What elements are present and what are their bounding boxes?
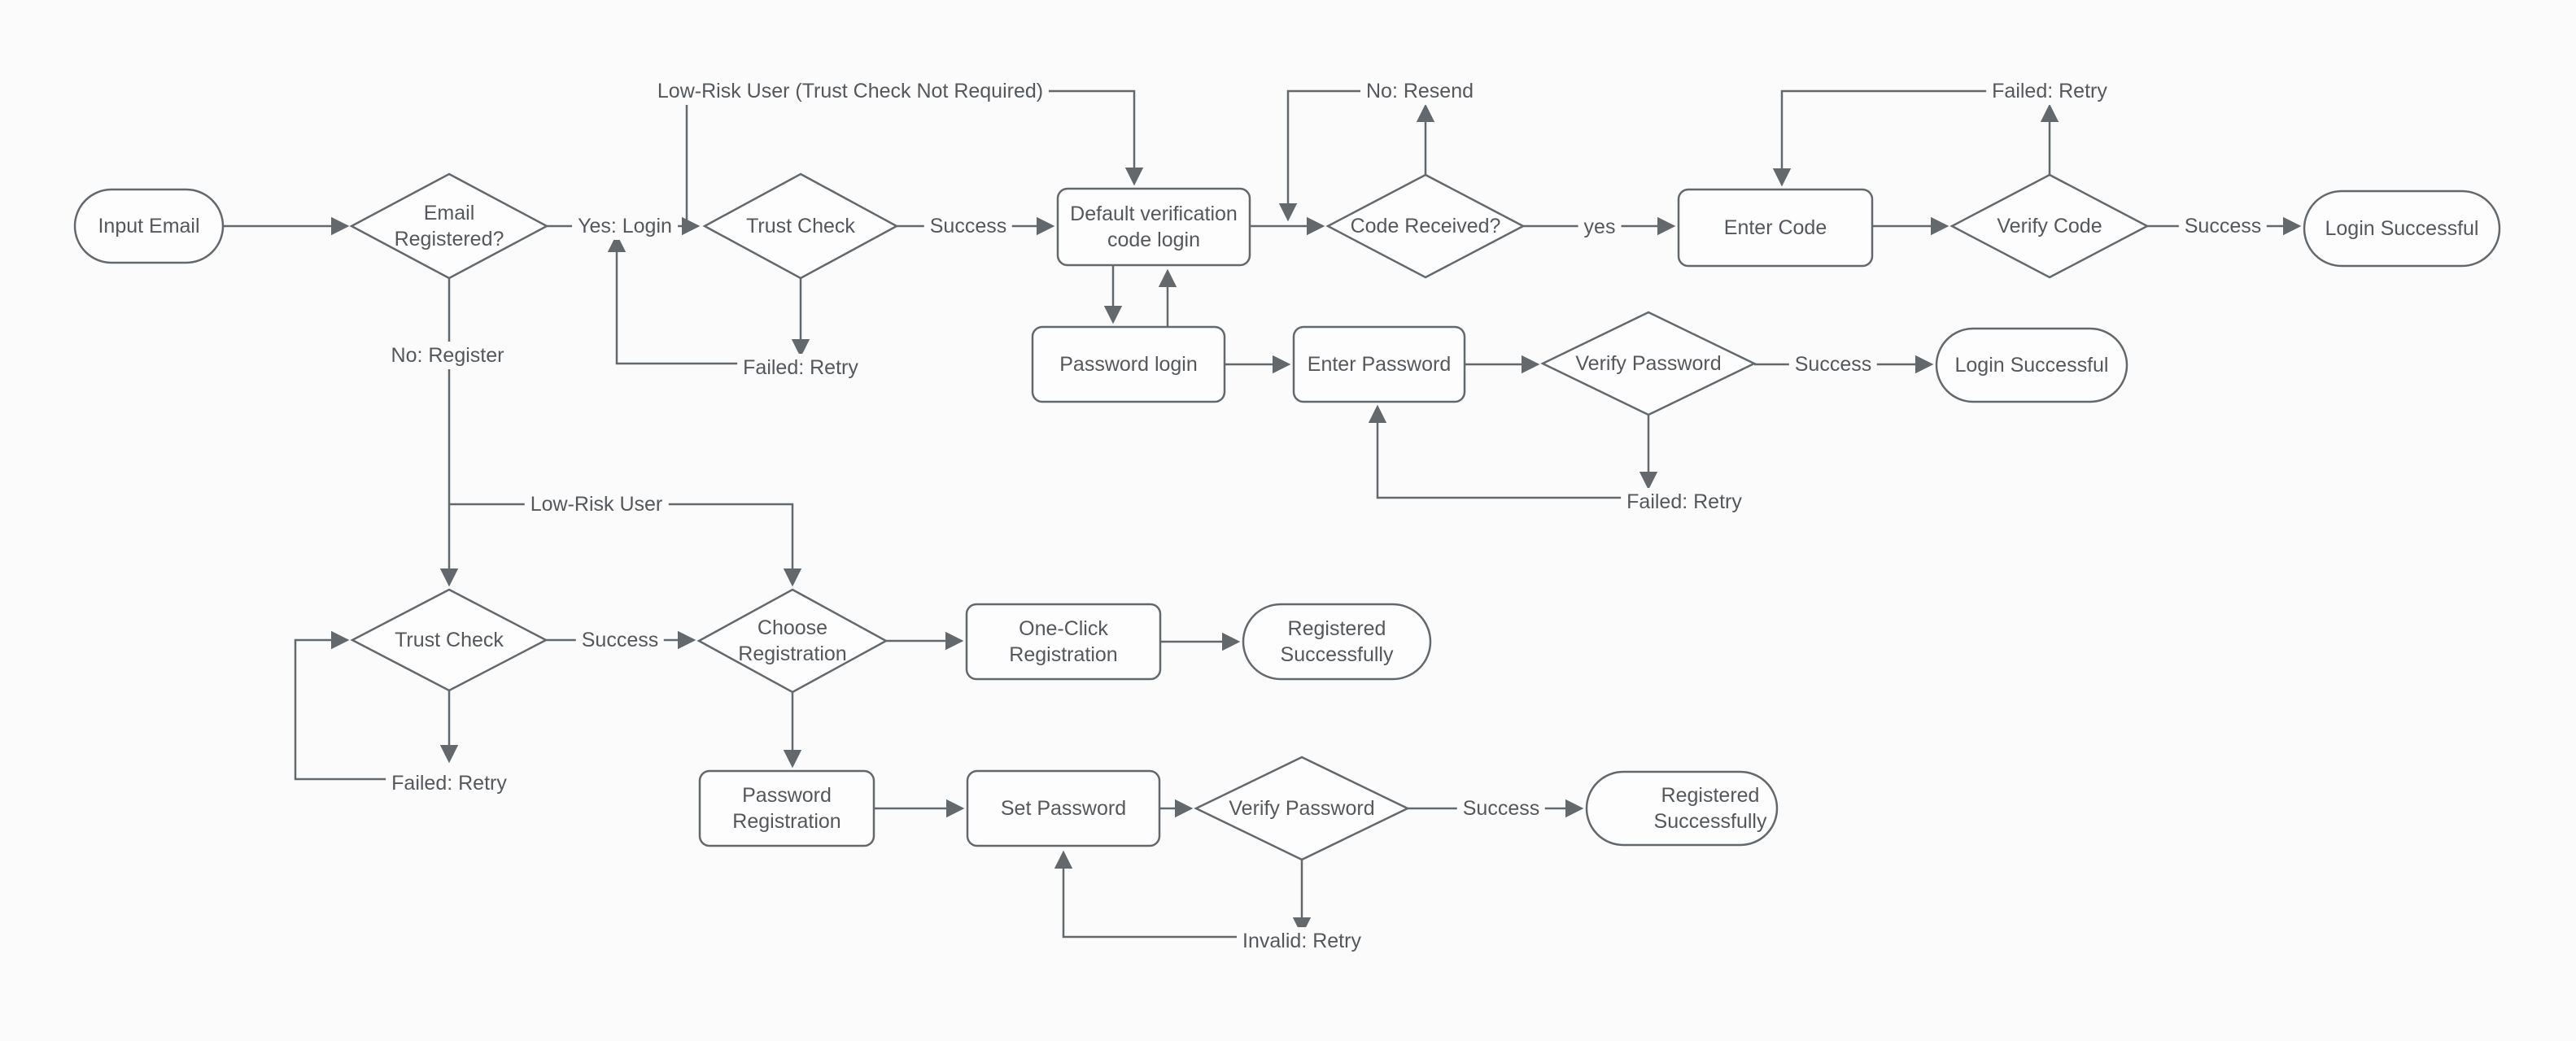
node-email-registered-shape bbox=[349, 172, 549, 280]
node-enter-code-label: Enter Code bbox=[1723, 216, 1827, 239]
edge-invalid-retry-return-to-set-password bbox=[1054, 850, 1248, 939]
node-trust-check-login-shape bbox=[702, 172, 899, 280]
edge-label-success-verify-password-login: Success bbox=[1788, 351, 1878, 378]
edge-label-invalid-retry: Invalid: Retry bbox=[1237, 927, 1367, 955]
edge-label-success-trust-login: Success bbox=[923, 212, 1013, 240]
node-login-successful-code-label: Login Successful bbox=[2325, 216, 2479, 240]
node-one-click-registration-label: One-Click Registration bbox=[1009, 616, 1118, 667]
edge-trust-check-failed-return bbox=[607, 233, 740, 365]
edge-label-low-risk-full: Low-Risk User (Trust Check Not Required) bbox=[651, 77, 1050, 105]
node-registered-successfully-oneclick-shape bbox=[1242, 603, 1432, 681]
edge-label-success-verify-password-reg: Success bbox=[1456, 795, 1546, 822]
edge-trust-check-reg-failed-return bbox=[294, 630, 392, 781]
node-login-successful-code-shape bbox=[2303, 189, 2501, 268]
node-enter-password-label: Enter Password bbox=[1307, 352, 1452, 376]
edge-label-yes-login: Yes: Login bbox=[572, 212, 678, 240]
node-verify-password-reg-shape bbox=[1194, 756, 1410, 861]
node-trust-check-reg-shape bbox=[350, 588, 548, 692]
node-password-registration-label: Password Registration bbox=[732, 783, 841, 834]
node-registered-successfully-password-shape bbox=[1585, 770, 1779, 847]
node-one-click-registration-shape bbox=[965, 603, 1162, 681]
node-set-password-shape bbox=[966, 769, 1161, 847]
node-default-verification-label: Default verification code login bbox=[1070, 202, 1238, 252]
node-input-email-label: Input Email bbox=[98, 214, 200, 237]
node-login-successful-password-label: Login Successful bbox=[1954, 353, 2109, 377]
node-verify-code-shape bbox=[1949, 173, 2150, 279]
node-trust-check-login-label: Trust Check bbox=[746, 214, 855, 237]
node-email-registered-label: Email Registered? bbox=[394, 201, 504, 251]
node-code-received-shape bbox=[1325, 173, 1526, 279]
edge-verify-code-failed-return-to-enter-code bbox=[1772, 89, 1992, 187]
node-registered-successfully-oneclick-label: Registered Successfully bbox=[1280, 616, 1394, 667]
node-enter-password-shape bbox=[1292, 325, 1466, 403]
node-verify-password-login-label: Verify Password bbox=[1575, 351, 1722, 375]
edge-label-failed-retry-verify-code: Failed: Retry bbox=[1986, 77, 2113, 105]
node-set-password-label: Set Password bbox=[1000, 796, 1127, 820]
edge-label-success-verify-code: Success bbox=[2178, 212, 2268, 240]
node-verify-password-reg-label: Verify Password bbox=[1229, 796, 1375, 820]
edge-label-yes: yes bbox=[1578, 213, 1622, 241]
node-registered-successfully-password-label: Registered Successfully bbox=[1653, 783, 1767, 834]
edge-verify-password-failed-return-to-enter-password bbox=[1368, 404, 1626, 499]
edge-no-resend-return bbox=[1278, 89, 1380, 222]
node-code-received-label: Code Received? bbox=[1350, 214, 1501, 237]
node-enter-code-shape bbox=[1677, 188, 1874, 268]
node-login-successful-password-shape bbox=[1935, 327, 2128, 403]
node-password-login-label: Password login bbox=[1059, 352, 1198, 376]
node-verify-code-label: Verify Code bbox=[1997, 214, 2102, 237]
node-password-registration-shape bbox=[698, 769, 875, 847]
edge-label-failed-retry-trust-reg: Failed: Retry bbox=[386, 769, 513, 797]
node-password-login-shape bbox=[1031, 325, 1226, 403]
node-default-verification-shape bbox=[1056, 187, 1251, 267]
edge-label-failed-retry-trust-login: Failed: Retry bbox=[737, 354, 864, 381]
edge-label-failed-retry-verify-password: Failed: Retry bbox=[1621, 488, 1748, 516]
edge-label-success-trust-reg: Success bbox=[575, 626, 665, 654]
node-choose-registration-label: Choose Registration bbox=[738, 616, 847, 666]
edge-label-no-resend: No: Resend bbox=[1360, 77, 1480, 105]
edge-label-no-register: No: Register bbox=[385, 342, 510, 369]
edge-label-low-risk-short: Low-Risk User bbox=[524, 490, 669, 518]
node-trust-check-reg-label: Trust Check bbox=[395, 628, 504, 651]
node-choose-registration-shape bbox=[696, 588, 889, 694]
node-verify-password-login-shape bbox=[1540, 311, 1757, 416]
node-input-email-shape bbox=[73, 188, 225, 264]
